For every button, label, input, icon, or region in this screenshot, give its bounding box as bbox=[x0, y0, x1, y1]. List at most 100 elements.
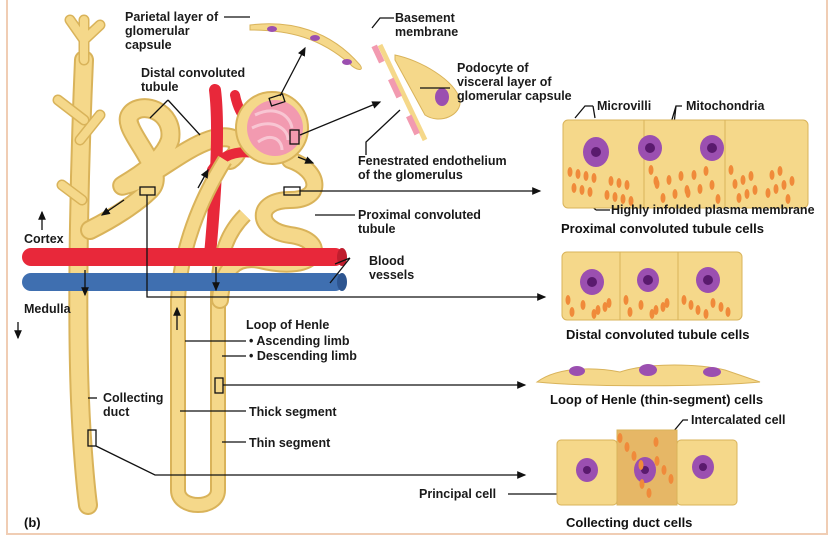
mitochondrion-icon bbox=[639, 479, 645, 489]
mitochondrion-icon bbox=[789, 176, 795, 186]
mitochondrion-icon bbox=[684, 185, 690, 195]
mitochondrion-icon bbox=[591, 309, 597, 319]
mitochondrion-icon bbox=[638, 460, 644, 470]
podocyte-cell bbox=[371, 43, 461, 142]
mitochondrion-icon bbox=[587, 187, 593, 197]
mitochondrion-icon bbox=[715, 194, 721, 204]
mitochondrion-icon bbox=[583, 171, 589, 181]
mitochondrion-icon bbox=[688, 300, 694, 310]
mitochondrion-icon bbox=[606, 298, 612, 308]
mitochondrion-icon bbox=[579, 185, 585, 195]
mitochondrion-icon bbox=[732, 179, 738, 189]
caption-henle-cells: Loop of Henle (thin-segment) cells bbox=[550, 392, 764, 407]
mitochondrion-icon bbox=[666, 175, 672, 185]
mitochondrion-icon bbox=[575, 169, 581, 179]
glomerulus bbox=[235, 91, 309, 165]
mitochondrion-icon bbox=[591, 173, 597, 183]
mitochondrion-icon bbox=[710, 298, 716, 308]
label-principal-cell: Principal cell bbox=[419, 487, 497, 501]
mitochondrion-icon bbox=[678, 171, 684, 181]
label-infolded-membrane: Highly infolded plasma membrane bbox=[611, 203, 815, 217]
mitochondrion-icon bbox=[649, 309, 655, 319]
distal-convoluted-tubule bbox=[80, 98, 249, 240]
leader-lines bbox=[14, 16, 688, 495]
mitochondrion-icon bbox=[616, 178, 622, 188]
mitochondrion-icon bbox=[612, 192, 618, 202]
label-thin-segment: Thin segment bbox=[249, 436, 331, 450]
mitochondrion-icon bbox=[569, 307, 575, 317]
label-cortex: Cortex bbox=[24, 232, 64, 246]
label-thick-segment: Thick segment bbox=[249, 405, 337, 419]
mitochondrion-icon bbox=[638, 300, 644, 310]
label-fenestrated-endothelium: Fenestrated endothelium of the glomerulu… bbox=[358, 154, 507, 182]
label-basement-membrane: Basement membrane bbox=[395, 11, 459, 39]
mitochondrion-icon bbox=[769, 170, 775, 180]
mitochondrion-icon bbox=[725, 307, 731, 317]
mitochondrion-icon bbox=[703, 166, 709, 176]
label-blood-vessels: Blood vessels bbox=[369, 254, 415, 282]
mitochondrion-icon bbox=[718, 302, 724, 312]
mitochondrion-icon bbox=[740, 175, 746, 185]
mitochondrion-icon bbox=[653, 305, 659, 315]
mitochondrion-icon bbox=[653, 437, 659, 447]
caption-collecting-cells: Collecting duct cells bbox=[566, 515, 693, 530]
label-descending-limb: • Descending limb bbox=[249, 349, 357, 363]
mitochondrion-icon bbox=[580, 300, 586, 310]
mitochondrion-icon bbox=[602, 302, 608, 312]
distal-mitochondria bbox=[565, 295, 731, 319]
mitochondrion-icon bbox=[709, 180, 715, 190]
blood-vessels bbox=[22, 248, 347, 291]
label-microvilli: Microvilli bbox=[597, 99, 652, 113]
mitochondrion-icon bbox=[646, 488, 652, 498]
mitochondrion-icon bbox=[765, 188, 771, 198]
caption-proximal-cells: Proximal convoluted tubule cells bbox=[561, 221, 764, 236]
collecting-duct bbox=[52, 14, 106, 515]
mitochondrion-icon bbox=[654, 456, 660, 466]
mitochondrion-icon bbox=[628, 196, 634, 206]
mitochondrion-icon bbox=[748, 171, 754, 181]
mitochondrion-icon bbox=[627, 307, 633, 317]
mitochondrion-icon bbox=[653, 176, 659, 186]
label-podocyte: Podocyte of visceral layer of glomerular… bbox=[457, 61, 572, 103]
mitochondrion-icon bbox=[617, 433, 623, 443]
label-loop-of-henle: Loop of Henle bbox=[246, 318, 330, 332]
mitochondrion-icon bbox=[595, 305, 601, 315]
mitochondrion-icon bbox=[781, 180, 787, 190]
label-ascending-limb: • Ascending limb bbox=[249, 334, 350, 348]
mitochondrion-icon bbox=[691, 170, 697, 180]
henle-thin-cells bbox=[535, 364, 761, 387]
proximal-mitochondria bbox=[567, 165, 795, 206]
panel-label: (b) bbox=[24, 515, 41, 530]
mitochondrion-icon bbox=[697, 184, 703, 194]
mitochondrion-icon bbox=[785, 194, 791, 204]
mitochondrion-icon bbox=[695, 305, 701, 315]
mitochondrion-icon bbox=[736, 193, 742, 203]
mitochondrion-icon bbox=[664, 298, 670, 308]
label-collecting-duct: Collecting duct bbox=[103, 391, 164, 419]
mitochondrion-icon bbox=[608, 176, 614, 186]
mitochondrion-icon bbox=[668, 474, 674, 484]
parietal-layer-cells bbox=[249, 23, 362, 70]
label-intercalated-cell: Intercalated cell bbox=[691, 413, 786, 427]
mitochondrion-icon bbox=[660, 193, 666, 203]
mitochondrion-icon bbox=[604, 190, 610, 200]
mitochondrion-icon bbox=[660, 302, 666, 312]
mitochondrion-icon bbox=[565, 295, 571, 305]
mitochondrion-icon bbox=[571, 183, 577, 193]
mitochondrion-icon bbox=[624, 180, 630, 190]
label-proximal-tubule: Proximal convoluted tubule bbox=[358, 208, 481, 236]
mitochondrion-icon bbox=[661, 465, 667, 475]
collecting-mitochondria bbox=[617, 433, 674, 498]
mitochondrion-icon bbox=[620, 194, 626, 204]
label-distal-tubule: Distal convoluted tubule bbox=[141, 66, 246, 94]
mitochondrion-icon bbox=[777, 166, 783, 176]
mitochondrion-icon bbox=[681, 295, 687, 305]
mitochondrion-icon bbox=[744, 189, 750, 199]
label-mitochondria: Mitochondria bbox=[686, 99, 765, 113]
label-parietal-layer: Parietal layer of glomerular capsule bbox=[125, 10, 219, 52]
mitochondrion-icon bbox=[567, 167, 573, 177]
label-medulla: Medulla bbox=[24, 302, 71, 316]
mitochondrion-icon bbox=[623, 295, 629, 305]
mitochondrion-icon bbox=[648, 165, 654, 175]
